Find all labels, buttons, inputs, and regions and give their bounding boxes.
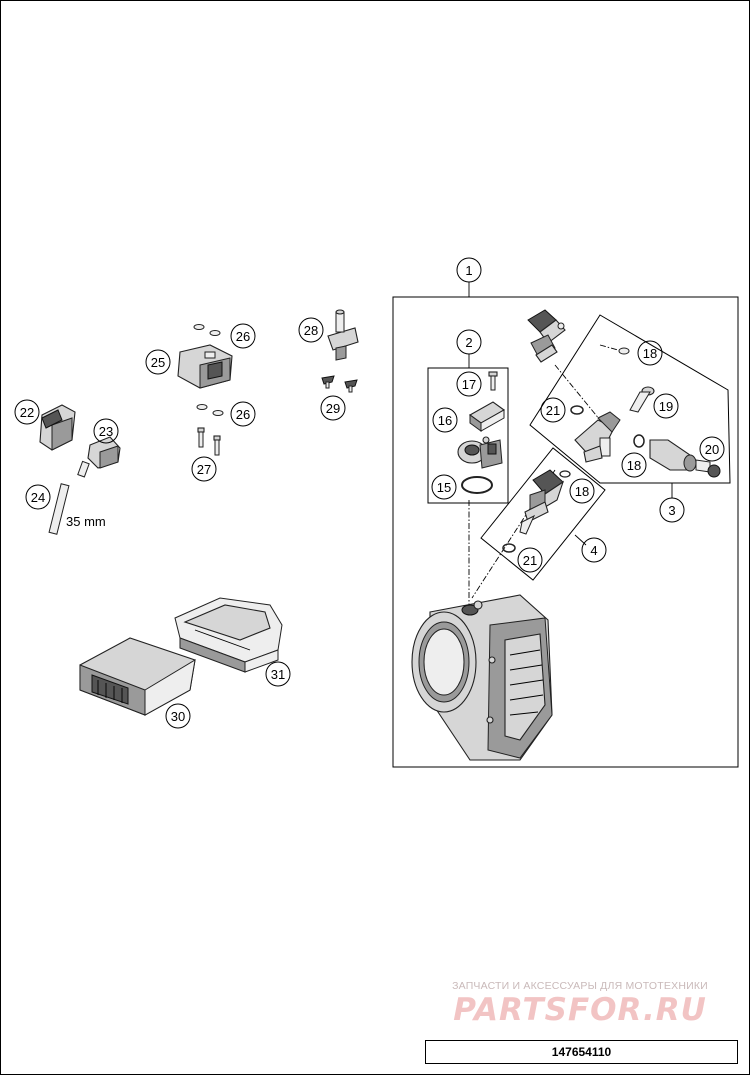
svg-text:21: 21 bbox=[523, 553, 537, 568]
axis-line-top-injector bbox=[554, 364, 601, 421]
screw-17-icon bbox=[488, 371, 498, 391]
svg-text:18: 18 bbox=[643, 346, 657, 361]
svg-text:17: 17 bbox=[462, 377, 476, 392]
watermark-brand: PARTSFOR.RU bbox=[453, 992, 707, 1028]
callout-4: 4 bbox=[581, 537, 607, 563]
callout-24: 24 bbox=[25, 484, 51, 510]
callout-28: 28 bbox=[298, 317, 324, 343]
callout-2: 2 bbox=[456, 329, 482, 355]
document-number-box: 147654110 bbox=[425, 1040, 738, 1064]
svg-text:26: 26 bbox=[236, 407, 250, 422]
callout-26-bottom: 26 bbox=[230, 401, 256, 427]
svg-text:19: 19 bbox=[659, 399, 673, 414]
callout-26-top: 26 bbox=[230, 323, 256, 349]
svg-text:25: 25 bbox=[151, 355, 165, 370]
ecu-30-icon bbox=[79, 637, 196, 716]
fuel-injector-lower-icon bbox=[519, 469, 565, 535]
hose-24-icon bbox=[48, 483, 70, 535]
callout-18-upper: 18 bbox=[637, 340, 663, 366]
washer-18-mid-icon bbox=[633, 434, 645, 448]
washer-26-bottom-icon bbox=[196, 404, 224, 416]
washer-26-top-icon bbox=[193, 324, 221, 336]
assembly-box-2 bbox=[427, 367, 509, 504]
svg-text:22: 22 bbox=[20, 405, 34, 420]
fuel-injector-upper-icon bbox=[527, 309, 566, 363]
svg-text:3: 3 bbox=[668, 503, 675, 518]
svg-text:2: 2 bbox=[465, 335, 472, 350]
svg-text:29: 29 bbox=[326, 401, 340, 416]
svg-text:21: 21 bbox=[546, 403, 560, 418]
callout-18-mid: 18 bbox=[621, 452, 647, 478]
o-ring-18-lower-icon bbox=[559, 470, 571, 478]
sensor-25-icon bbox=[177, 344, 233, 389]
callout-30: 30 bbox=[165, 703, 191, 729]
svg-text:16: 16 bbox=[438, 413, 452, 428]
callout-22: 22 bbox=[14, 399, 40, 425]
callout-25: 25 bbox=[145, 349, 171, 375]
callout-21-upper: 21 bbox=[540, 397, 566, 423]
callout-29: 29 bbox=[320, 395, 346, 421]
o-ring-21-upper-icon bbox=[570, 405, 584, 415]
ecu-bracket-31-icon bbox=[174, 597, 283, 673]
sensor-28-icon bbox=[327, 309, 359, 361]
assembly-box-4 bbox=[480, 447, 606, 581]
pin-19-icon bbox=[629, 386, 655, 413]
svg-text:26: 26 bbox=[236, 329, 250, 344]
callout-20: 20 bbox=[699, 436, 725, 462]
watermark: ЗАПЧАСТИ И АКСЕССУАРЫ ДЛЯ МОТОТЕХНИКИ PA… bbox=[420, 980, 740, 1028]
callout-17: 17 bbox=[456, 371, 482, 397]
svg-text:20: 20 bbox=[705, 442, 719, 457]
svg-text:18: 18 bbox=[575, 484, 589, 499]
callout-1: 1 bbox=[456, 257, 482, 283]
hose-fitting-icon bbox=[649, 439, 721, 478]
callout-21-lower: 21 bbox=[517, 547, 543, 573]
svg-text:1: 1 bbox=[465, 263, 472, 278]
fuel-rail-icon bbox=[574, 411, 621, 463]
callout-23: 23 bbox=[93, 418, 119, 444]
svg-text:18: 18 bbox=[627, 458, 641, 473]
svg-text:4: 4 bbox=[590, 543, 597, 558]
o-ring-18-upper-icon bbox=[618, 347, 630, 355]
dimension-label: 35 mm bbox=[66, 514, 106, 529]
svg-text:15: 15 bbox=[437, 480, 451, 495]
assembly-box-3 bbox=[529, 314, 731, 484]
screw-29-icon bbox=[321, 375, 358, 393]
assembly-box-1 bbox=[392, 296, 739, 768]
callout-31: 31 bbox=[265, 661, 291, 687]
document-number: 147654110 bbox=[551, 1045, 612, 1059]
svg-text:31: 31 bbox=[271, 667, 285, 682]
o-ring-15-icon bbox=[461, 476, 493, 494]
callout-15: 15 bbox=[431, 474, 457, 500]
callout-19: 19 bbox=[653, 393, 679, 419]
axis-line-hose bbox=[599, 344, 626, 353]
callout-27: 27 bbox=[191, 456, 217, 482]
sensor-23-icon bbox=[77, 436, 121, 478]
throttle-position-sensor-icon bbox=[457, 436, 503, 469]
svg-text:28: 28 bbox=[304, 323, 318, 338]
svg-text:30: 30 bbox=[171, 709, 185, 724]
svg-text:23: 23 bbox=[99, 424, 113, 439]
callout-3: 3 bbox=[659, 497, 685, 523]
watermark-subtitle: ЗАПЧАСТИ И АКСЕССУАРЫ ДЛЯ МОТОТЕХНИКИ bbox=[452, 980, 708, 992]
callout-18-lower: 18 bbox=[569, 478, 595, 504]
bracket-16-icon bbox=[468, 401, 506, 432]
sensor-22-icon bbox=[39, 404, 76, 451]
screw-27-icon bbox=[197, 427, 221, 456]
o-ring-21-lower-icon bbox=[502, 543, 516, 553]
callout-16: 16 bbox=[432, 407, 458, 433]
svg-text:24: 24 bbox=[31, 490, 45, 505]
throttle-body-icon bbox=[411, 594, 553, 761]
svg-text:27: 27 bbox=[197, 462, 211, 477]
